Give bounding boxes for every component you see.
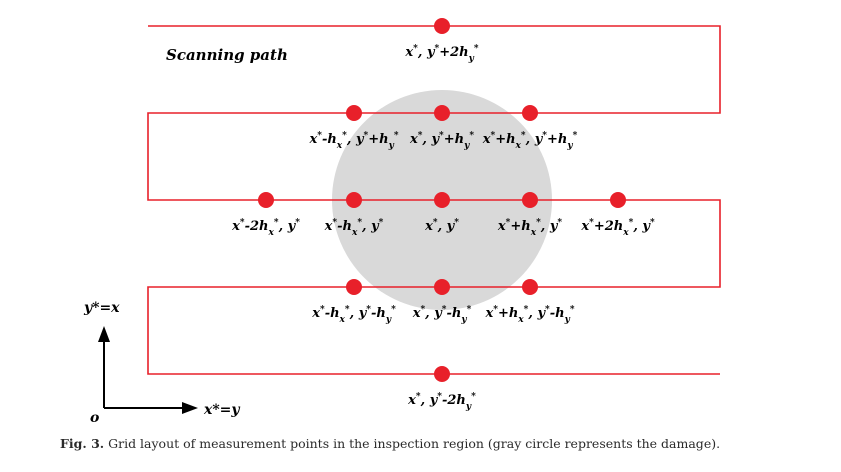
figure-caption: Fig. 3. Grid layout of measurement point… xyxy=(60,436,820,451)
point-label-p-bot: x*, y*-2hy* xyxy=(407,392,476,412)
x-axis-label: x*=y xyxy=(203,402,240,418)
figure-number: Fig. 3. xyxy=(60,436,105,451)
y-axis-label: y*=x xyxy=(83,300,120,316)
point-label-p-l2: x*-2hx*, y* xyxy=(231,218,300,238)
measurement-point-p-l2 xyxy=(258,192,274,208)
measurement-point-p-ur xyxy=(522,105,538,121)
measurement-point-p-l1 xyxy=(346,192,362,208)
point-label-p-r1: x*+hx*, y* xyxy=(497,218,563,238)
measurement-point-p-r2 xyxy=(610,192,626,208)
axis-origin-label: o xyxy=(90,410,99,426)
point-label-p-ul: x*-hx*, y*+hy* xyxy=(308,131,398,151)
point-label-p-l1: x*-hx*, y* xyxy=(324,218,384,238)
measurement-point-p-lr xyxy=(522,279,538,295)
point-label-p-ll: x*-hx*, y*-hy* xyxy=(311,305,396,325)
point-label-p-lc: x*, y*-hy* xyxy=(412,305,472,325)
measurement-point-p-ul xyxy=(346,105,362,121)
point-label-p-r2: x*+2hx*, y* xyxy=(580,218,655,238)
measurement-points: x*, y*+2hy* x*-hx*, y*+hy* x*, y*+hy* x*+hx… xyxy=(231,18,655,412)
measurement-point-p-uc xyxy=(434,105,450,121)
measurement-point-p-lc xyxy=(434,279,450,295)
point-label-p-ur: x*+hx*, y*+hy* xyxy=(482,131,578,151)
point-label-p-lr: x*+hx*, y*-hy* xyxy=(484,305,574,325)
measurement-point-p-c xyxy=(434,192,450,208)
coordinate-axes: o y*=x x*=y xyxy=(83,300,240,426)
measurement-point-p-r1 xyxy=(522,192,538,208)
x-axis-arrowhead xyxy=(182,402,198,414)
point-label-p-c: x*, y* xyxy=(424,218,459,234)
scanning-path-label: Scanning path xyxy=(166,46,288,64)
point-label-p-uc: x*, y*+hy* xyxy=(409,131,474,151)
point-label-p-top: x*, y*+2hy* xyxy=(404,44,478,64)
caption-text: Grid layout of measurement points in the… xyxy=(108,436,721,451)
measurement-point-p-ll xyxy=(346,279,362,295)
measurement-point-p-top xyxy=(434,18,450,34)
measurement-point-p-bot xyxy=(434,366,450,382)
y-axis-arrowhead xyxy=(98,326,110,342)
